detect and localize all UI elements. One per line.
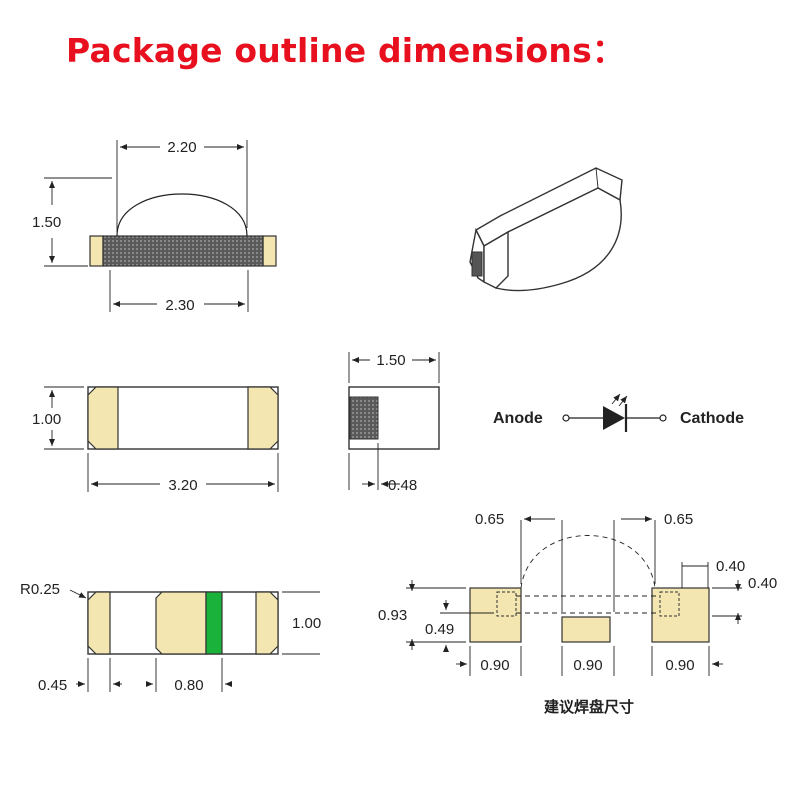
- end-view: 1.50 0.48: [348, 352, 440, 494]
- page-title: Package outline dimensions：: [66, 31, 626, 70]
- cathode-label: Cathode: [680, 410, 744, 427]
- dim-radius: R0.25: [20, 581, 60, 598]
- solder-pad-layout: 0.65 0.65 0.40 0.40 0.93 0.49: [378, 511, 777, 716]
- dim-inner-height: 0.49: [425, 621, 454, 638]
- dim-top-width: 2.20: [167, 139, 196, 156]
- side-view: 2.20 1.50 2.30: [32, 139, 277, 314]
- dim-pad-width: 0.45: [38, 677, 67, 694]
- dim-bottom-height: 1.00: [292, 615, 321, 632]
- top-view: 1.00 3.20: [32, 386, 279, 494]
- dim-w3: 0.90: [665, 657, 694, 674]
- dim-w1: 0.90: [480, 657, 509, 674]
- dim-side-height: 1.50: [32, 214, 61, 231]
- dim-w2: 0.90: [573, 657, 602, 674]
- dim-end-width: 1.50: [376, 352, 405, 369]
- dim-left-offset: 0.65: [475, 511, 504, 528]
- package-3d-view: [469, 167, 623, 292]
- dim-top-view-height: 1.00: [32, 411, 61, 428]
- dim-bottom-width: 2.30: [165, 297, 194, 314]
- polarity-band: [205, 591, 223, 655]
- solder-pad-caption: 建议焊盘尺寸: [544, 698, 634, 716]
- dim-pad-side: 0.40: [748, 575, 777, 592]
- bottom-view: R0.25 1.00 0.45 0.80: [20, 581, 321, 694]
- dim-right-offset: 0.65: [664, 511, 693, 528]
- dim-top-view-length: 3.20: [168, 477, 197, 494]
- led-symbol: Anode Cathode: [493, 393, 744, 432]
- dim-total-height: 0.93: [378, 607, 407, 624]
- anode-label: Anode: [493, 410, 543, 427]
- dim-pad-top: 0.40: [716, 558, 745, 575]
- dim-end-pad: 0.48: [388, 477, 417, 494]
- dim-center: 0.80: [174, 677, 203, 694]
